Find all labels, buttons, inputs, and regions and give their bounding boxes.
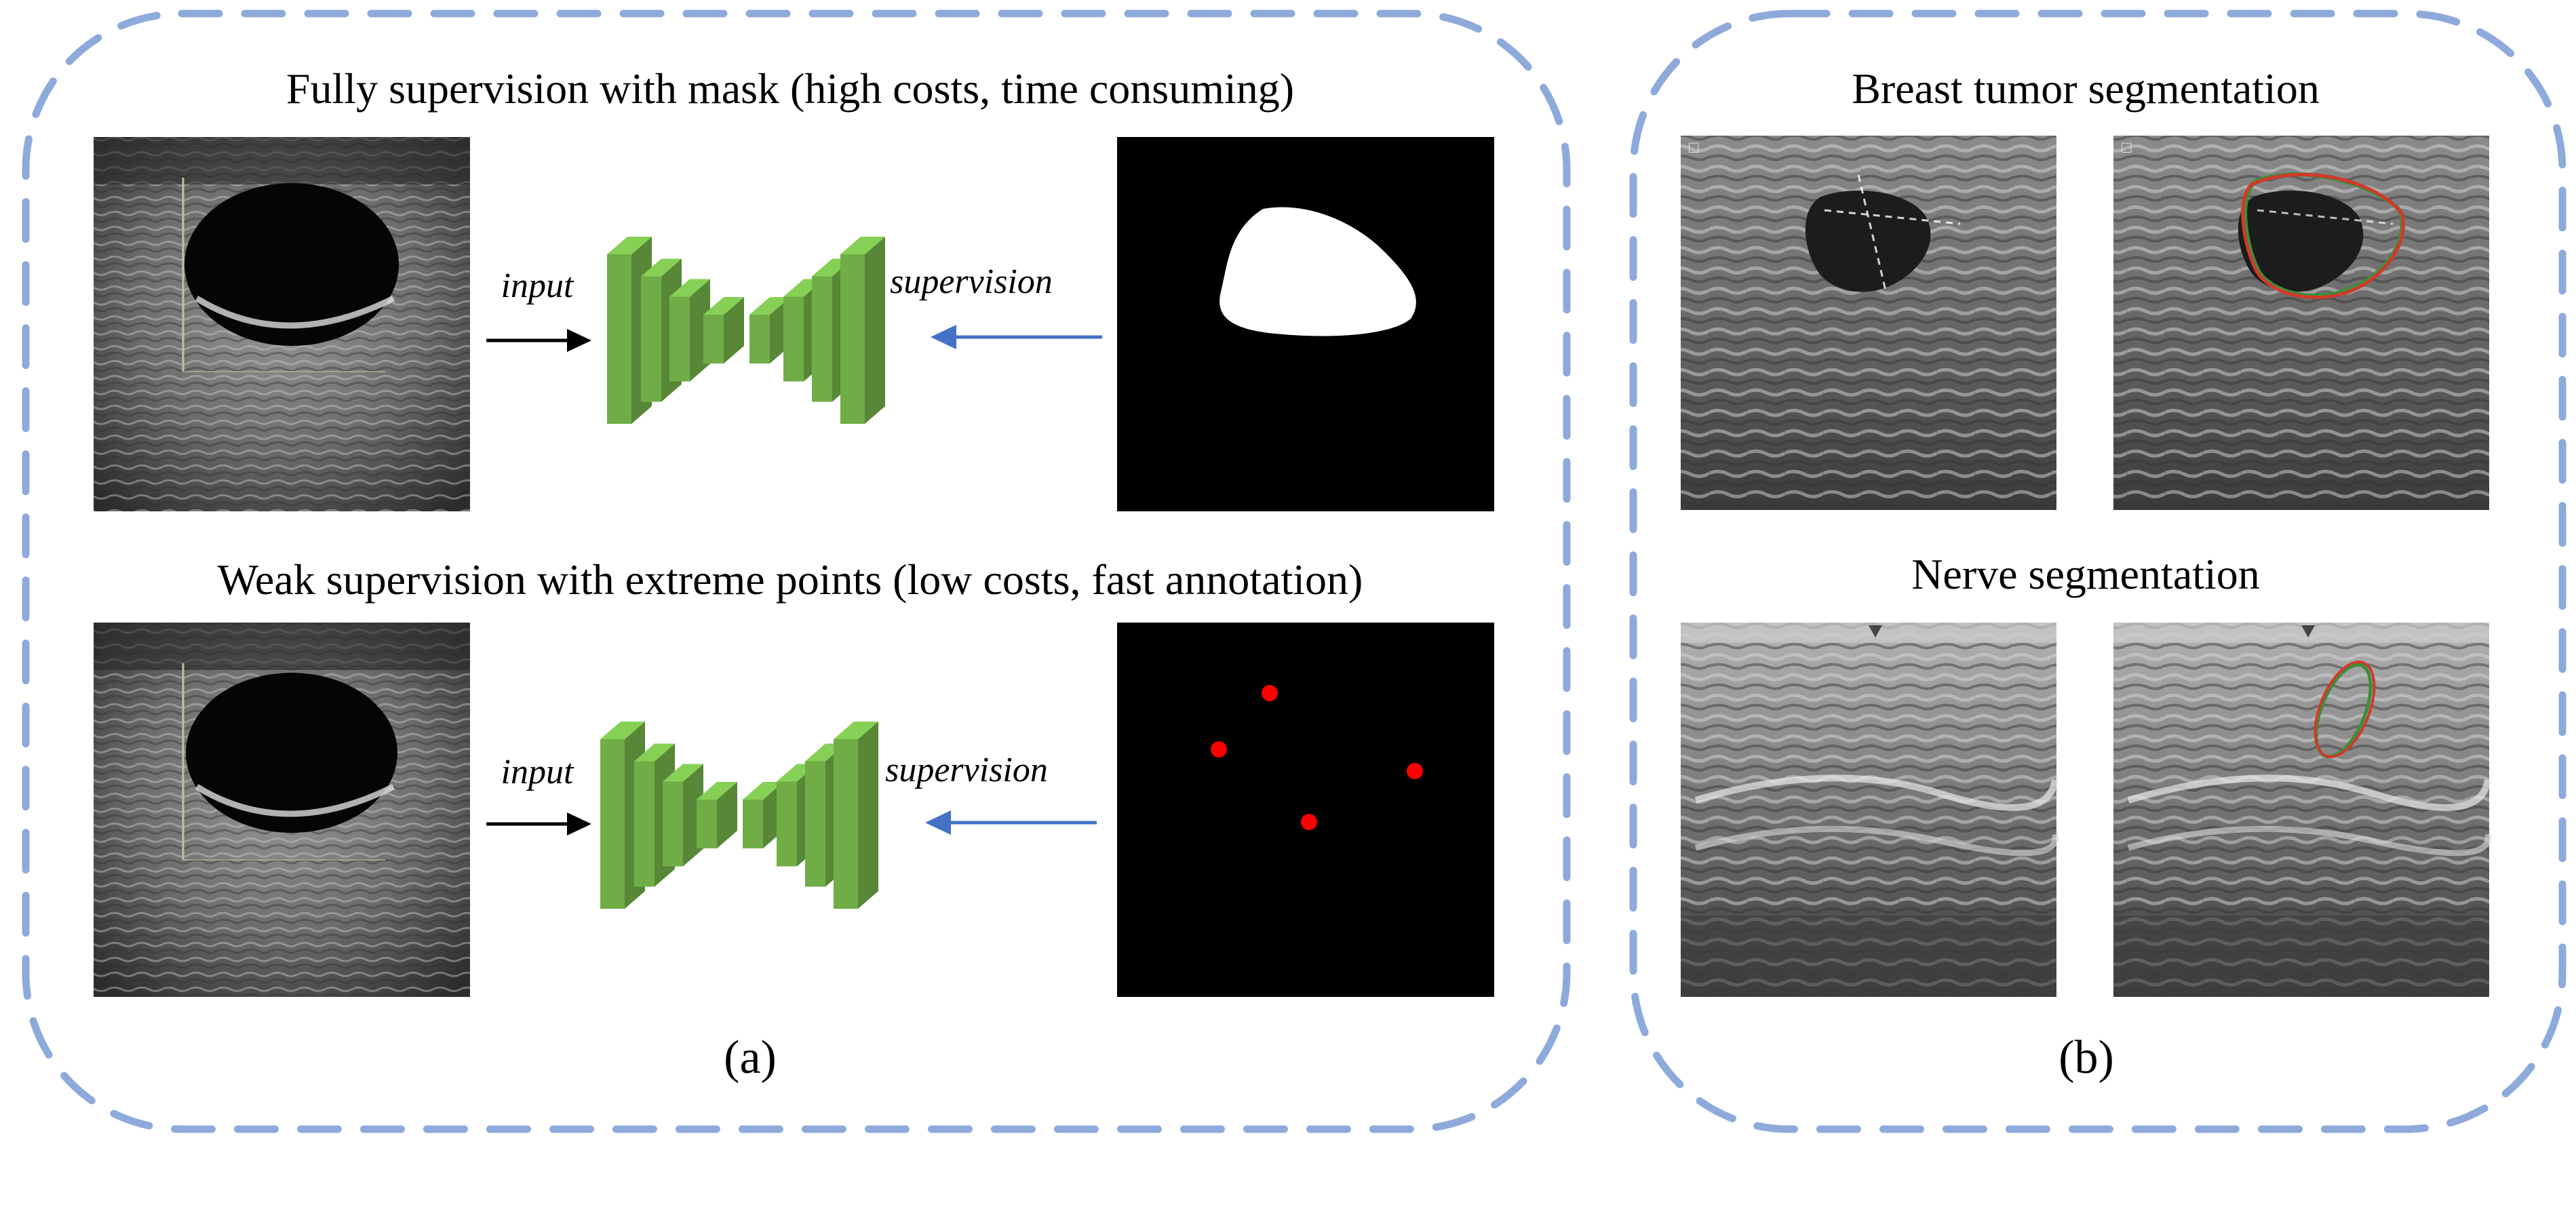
breast-ultrasound-image: □	[1681, 136, 2056, 510]
predicted-contour	[2241, 172, 2405, 299]
panel-a-top-title: Fully supervision with mask (high costs,…	[286, 64, 1294, 113]
supervision-label-bottom: supervision	[885, 751, 1048, 789]
tumor-mask-shape	[1219, 207, 1416, 336]
network-layer-block-4	[703, 297, 744, 364]
svg-text:□: □	[2122, 140, 2132, 158]
ultrasound-input-image-bottom	[94, 623, 470, 997]
network-layer-block-8	[840, 237, 885, 424]
supervision-arrow-top	[931, 325, 1102, 349]
panel-a-caption: (a)	[724, 1032, 777, 1084]
nerve-segmentation-result-image	[2113, 623, 2491, 997]
extreme-point-left	[1211, 741, 1227, 758]
network-icon-top	[607, 237, 885, 424]
input-arrow-top	[486, 329, 591, 352]
network-icon-bottom	[600, 722, 878, 909]
nerve-predicted-contour	[2314, 661, 2376, 758]
input-label-bottom: input	[501, 753, 574, 791]
input-label-top: input	[501, 267, 574, 305]
nerve-title: Nerve segmentation	[1911, 550, 2260, 598]
extreme-point-right	[1407, 763, 1423, 779]
breast-segmentation-result-image: □	[2113, 136, 2489, 510]
input-arrow-bottom	[486, 812, 591, 836]
panel-a-bottom-title: Weak supervision with extreme points (lo…	[218, 555, 1363, 604]
panel-b-border	[1629, 9, 2567, 1133]
nerve-ultrasound-image	[1681, 623, 2058, 997]
panel-b-caption: (b)	[2058, 1032, 2114, 1084]
extreme-point-bottom	[1301, 814, 1317, 830]
ultrasound-input-image-top	[94, 137, 470, 511]
network-layer-block-8	[834, 722, 878, 909]
extreme-point-top	[1262, 685, 1278, 701]
supervision-label-top: supervision	[890, 262, 1053, 301]
supervision-arrow-bottom	[925, 810, 1097, 835]
breast-tumor-title: Breast tumor segmentation	[1852, 64, 2320, 113]
network-layer-block-4	[697, 782, 737, 848]
mask-supervision-image	[1117, 137, 1494, 511]
svg-text:□: □	[1689, 140, 1699, 158]
extreme-points-supervision-image	[1117, 623, 1494, 997]
